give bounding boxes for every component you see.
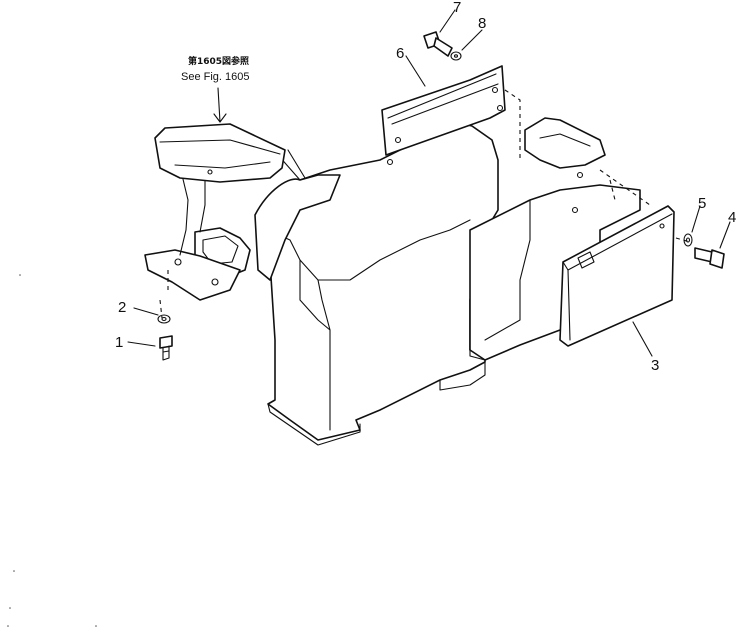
callout-7: 7 xyxy=(453,0,461,16)
callout-2: 2 xyxy=(118,299,126,316)
main-housing xyxy=(144,121,641,446)
cover-plate-right xyxy=(559,205,675,347)
callout-8: 8 xyxy=(478,15,486,32)
callout-1: 1 xyxy=(115,334,123,351)
rear-bracket xyxy=(524,117,606,214)
assembly-lines xyxy=(159,89,691,319)
reference-note-japanese: 第1605図参照 xyxy=(188,55,249,67)
washer-8-icon xyxy=(450,51,462,61)
leader-lines xyxy=(127,9,731,357)
washer-2-icon xyxy=(157,314,171,324)
callout-3: 3 xyxy=(651,357,659,374)
washer-5-icon xyxy=(683,233,693,247)
callout-4: 4 xyxy=(728,209,736,226)
reference-note-english: See Fig. 1605 xyxy=(181,71,250,83)
callout-5: 5 xyxy=(698,195,706,212)
bolt-7-icon xyxy=(423,31,453,57)
scan-specks xyxy=(7,274,97,627)
bolt-1-icon xyxy=(159,335,173,361)
cover-plate-upper xyxy=(381,65,506,166)
seat-cushion xyxy=(154,123,286,183)
bolt-4-icon xyxy=(694,247,725,269)
callout-6: 6 xyxy=(396,45,404,62)
